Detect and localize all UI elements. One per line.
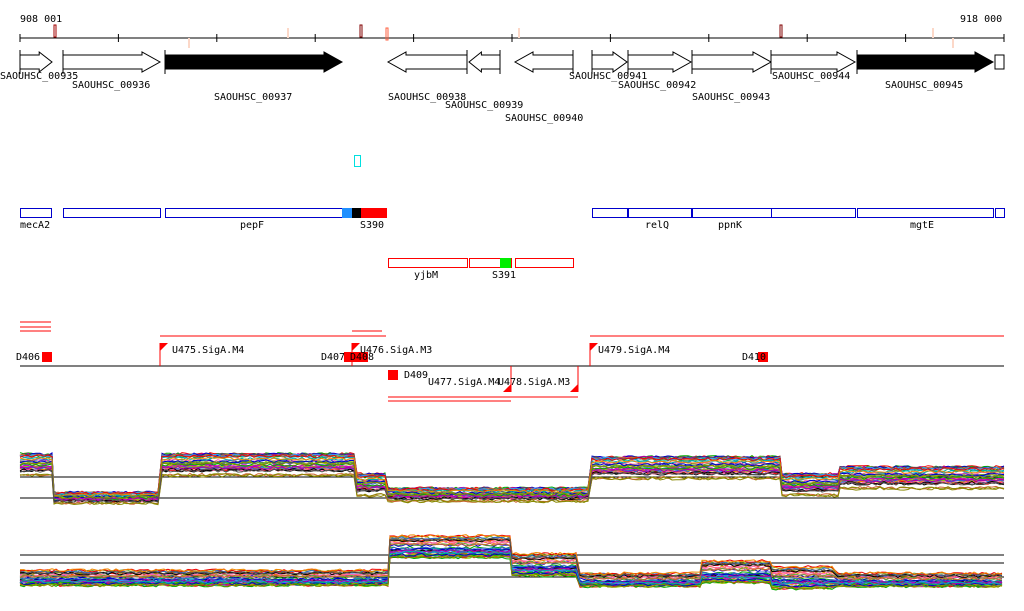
- gene-arrow[interactable]: [19, 50, 53, 74]
- annotation-box: [469, 258, 512, 268]
- annotation-box: [771, 208, 856, 218]
- annotation-box: [592, 208, 628, 218]
- annotation-box: [63, 208, 161, 218]
- promoter-flag: [590, 343, 598, 351]
- gene-label[interactable]: SAOUHSC_00943: [692, 92, 771, 103]
- snp-marker: [518, 28, 520, 38]
- gene-label[interactable]: SAOUHSC_00942: [618, 80, 697, 91]
- annotation-segment: [361, 208, 387, 218]
- gene-label[interactable]: SAOUHSC_00941: [569, 71, 648, 82]
- gene-arrow[interactable]: [856, 51, 995, 73]
- annotation-label[interactable]: mecA2: [20, 220, 51, 231]
- annotation-box: [995, 208, 1005, 218]
- terminator-mark: [42, 352, 52, 362]
- snp-marker: [53, 24, 57, 38]
- annotation-box: [388, 258, 468, 268]
- promoter-label[interactable]: U475.SigA.M4: [172, 345, 245, 356]
- expression-trace: [19, 456, 1005, 498]
- ruler-start-label: 908 001: [20, 14, 63, 25]
- terminator-mark: [344, 352, 354, 362]
- gene-arrow[interactable]: [770, 51, 857, 73]
- gene-label[interactable]: SAOUHSC_00937: [214, 92, 293, 103]
- gene-label[interactable]: SAOUHSC_00940: [505, 113, 584, 124]
- promoter-label[interactable]: D410: [742, 352, 767, 363]
- annotation-segment: [500, 258, 511, 268]
- expression-trace: [19, 473, 1005, 506]
- annotation-box: [515, 258, 574, 268]
- annotation-label[interactable]: pepF: [240, 220, 265, 231]
- gene-box: [994, 54, 1005, 70]
- gene-arrow[interactable]: [468, 50, 501, 74]
- annotation-label[interactable]: yjbM: [414, 270, 439, 281]
- annotation-box: [20, 208, 52, 218]
- promoter-label[interactable]: D407: [321, 352, 346, 363]
- gene-label[interactable]: SAOUHSC_00938: [388, 92, 467, 103]
- expression-trace: [19, 468, 1005, 503]
- promoter-flag: [352, 343, 360, 351]
- annotation-label[interactable]: S390: [360, 220, 385, 231]
- gene-arrow[interactable]: [386, 51, 468, 73]
- promoter-label[interactable]: U479.SigA.M4: [598, 345, 671, 356]
- gene-arrow[interactable]: [591, 51, 628, 73]
- promoter-flag: [160, 343, 168, 351]
- snp-marker: [932, 28, 934, 38]
- snp-marker: [359, 24, 363, 38]
- gene-label[interactable]: SAOUHSC_00936: [72, 80, 151, 91]
- expression-trace: [19, 555, 1003, 591]
- gene-arrow[interactable]: [62, 51, 162, 73]
- gene-label[interactable]: SAOUHSC_00935: [0, 71, 79, 82]
- gene-arrow[interactable]: [627, 51, 693, 73]
- terminator-mark: [358, 352, 368, 362]
- gene-arrow[interactable]: [691, 51, 773, 73]
- annotation-label[interactable]: S391: [492, 270, 517, 281]
- snp-marker: [779, 24, 783, 38]
- expression-trace: [19, 461, 1005, 500]
- expression-trace: [19, 537, 1003, 578]
- promoter-label[interactable]: D409: [404, 370, 429, 381]
- promoter-label[interactable]: U476.SigA.M3: [360, 345, 433, 356]
- annotation-label[interactable]: mgtE: [910, 220, 935, 231]
- gene-arrow[interactable]: [164, 51, 344, 73]
- snp-marker: [287, 28, 289, 38]
- expression-trace: [19, 542, 1003, 581]
- snp-marker: [188, 38, 190, 48]
- annotation-label[interactable]: ppnK: [718, 220, 743, 231]
- expression-trace: [19, 550, 1003, 586]
- gene-label[interactable]: SAOUHSC_00939: [445, 100, 524, 111]
- terminator-mark: [350, 352, 360, 362]
- annotation-label[interactable]: relQ: [645, 220, 670, 231]
- promoter-label[interactable]: D406: [16, 352, 41, 363]
- promoter-flag: [503, 384, 511, 392]
- annotation-box: [628, 208, 692, 218]
- gene-arrow[interactable]: [513, 51, 574, 73]
- annotation-segment: [342, 208, 352, 218]
- feature-box: [354, 155, 361, 167]
- annotation-segment: [352, 208, 361, 218]
- annotation-box: [857, 208, 994, 218]
- annotation-box: [692, 208, 772, 218]
- terminator-mark: [388, 370, 398, 380]
- gene-label[interactable]: SAOUHSC_00944: [772, 71, 851, 82]
- promoter-label[interactable]: U477.SigA.M4: [428, 377, 501, 388]
- ruler-end-label: 918 000: [960, 14, 1003, 25]
- promoter-label[interactable]: D408: [350, 352, 375, 363]
- terminator-mark: [758, 352, 768, 362]
- promoter-label[interactable]: U478.SigA.M3: [498, 377, 571, 388]
- gene-label[interactable]: SAOUHSC_00945: [885, 80, 964, 91]
- snp-marker: [385, 27, 389, 41]
- snp-marker: [952, 38, 954, 48]
- promoter-flag: [570, 384, 578, 392]
